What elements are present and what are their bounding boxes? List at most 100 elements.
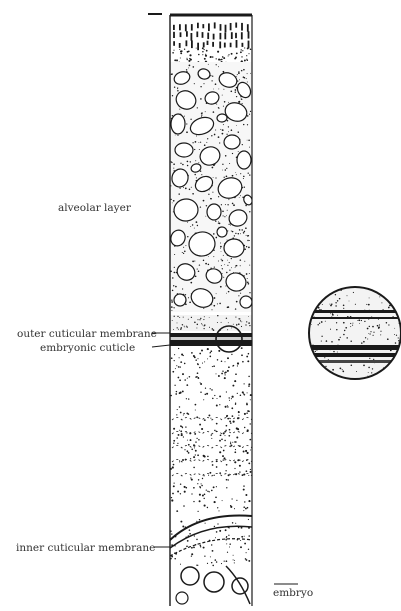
lower-dot: [182, 390, 184, 392]
alveolar-dot: [195, 141, 197, 143]
alveolar-dot: [235, 172, 236, 173]
alveolar-dot: [223, 255, 224, 256]
alveolar-dot: [219, 142, 220, 143]
alveolar-dot: [216, 293, 217, 294]
lower-dot: [195, 454, 196, 455]
band-dot: [183, 317, 184, 318]
lower-dot: [245, 450, 247, 452]
inner-dot: [244, 536, 245, 537]
lower-dot: [230, 444, 232, 446]
inset-dot: [391, 372, 392, 373]
top-dot: [228, 54, 229, 55]
inset-dot: [342, 369, 343, 370]
inset-dot: [310, 363, 311, 364]
lower-dot: [197, 372, 199, 374]
alveolar-dot: [213, 233, 215, 235]
alveolar-dot: [174, 86, 175, 87]
lower-dot: [188, 398, 189, 399]
lower-dot: [174, 385, 175, 386]
alveolar-dot: [219, 303, 221, 305]
inner-dot: [248, 527, 250, 529]
band-dot: [197, 324, 198, 325]
band-dot: [182, 324, 183, 325]
alveolar-dot: [188, 297, 189, 298]
lower-dot: [200, 382, 201, 383]
inset-dot: [321, 321, 323, 323]
lower-dot: [202, 478, 203, 479]
lower-dot: [232, 415, 234, 417]
lower-dot: [227, 370, 229, 372]
dash-mark: [224, 43, 226, 48]
lower-dot: [180, 425, 182, 427]
top-dot: [187, 59, 188, 60]
alveolar-dot: [215, 177, 216, 178]
lower-dot: [182, 373, 184, 375]
lower-dot: [225, 406, 227, 408]
top-dot: [205, 55, 207, 57]
alveolar-dot: [237, 74, 238, 75]
inset-dot: [333, 351, 334, 352]
alveolar-dot: [248, 283, 250, 285]
lower-dot: [200, 383, 202, 385]
lower-dot: [190, 458, 191, 459]
inner-dot: [248, 535, 250, 537]
top-dot: [240, 51, 242, 53]
alveolar-dot: [210, 75, 211, 76]
alveolar-dot: [225, 155, 227, 157]
lower-dot: [243, 489, 245, 491]
lower-dot: [195, 409, 196, 410]
inset-dot: [325, 366, 326, 367]
inset-dot: [337, 300, 338, 301]
inner-dot: [175, 536, 177, 538]
inset-dot: [328, 359, 329, 360]
lower-dot: [199, 367, 201, 369]
alveolar-dot: [216, 64, 217, 65]
alveolar-dot: [198, 270, 200, 272]
alveolar-dot: [228, 126, 229, 127]
inner-dot: [229, 543, 231, 545]
inner-dot: [191, 553, 193, 555]
alveolar-dot: [244, 231, 246, 233]
lower-dot: [248, 383, 250, 385]
top-dot: [204, 58, 206, 60]
alveolar-dot: [243, 124, 244, 125]
alveolar-dot: [206, 205, 207, 206]
alveolar-dot: [236, 96, 237, 97]
inner-dot: [211, 562, 212, 563]
inset-dot: [345, 327, 347, 329]
lower-dot: [247, 360, 249, 362]
inset-dot: [377, 325, 379, 327]
alveolar-dot: [193, 66, 195, 68]
lower-dot: [186, 432, 187, 433]
band-dot: [241, 326, 242, 327]
inset-band-2: [309, 317, 401, 319]
embryo-cell-1: [181, 567, 199, 585]
inset-dot: [372, 326, 374, 328]
alveolar-dot: [243, 232, 245, 234]
alveolus: [217, 114, 228, 123]
alveolar-dot: [203, 260, 204, 261]
band-dot: [200, 318, 201, 319]
alveolar-dot: [226, 134, 227, 135]
inset-dot: [358, 319, 360, 321]
alveolar-dot: [218, 261, 219, 262]
dash-mark: [179, 43, 181, 48]
alveolar-dot: [235, 233, 236, 234]
alveolar-dot: [250, 73, 251, 74]
dash-mark: [219, 42, 221, 49]
lower-dot: [239, 471, 240, 472]
alveolar-dot: [190, 161, 191, 162]
band-dot: [188, 319, 189, 320]
alveolar-dot: [247, 115, 249, 117]
alveolar-dot: [194, 149, 195, 150]
lower-dot: [200, 392, 201, 393]
lower-dot: [196, 438, 197, 439]
alveolar-dot: [232, 203, 234, 205]
inner-dot: [200, 545, 202, 547]
band-dot: [181, 327, 183, 329]
inset-dot: [380, 331, 381, 332]
lower-dot: [195, 404, 197, 406]
lower-dot: [215, 496, 217, 498]
lower-dot: [229, 400, 230, 401]
lower-dot: [244, 427, 245, 428]
